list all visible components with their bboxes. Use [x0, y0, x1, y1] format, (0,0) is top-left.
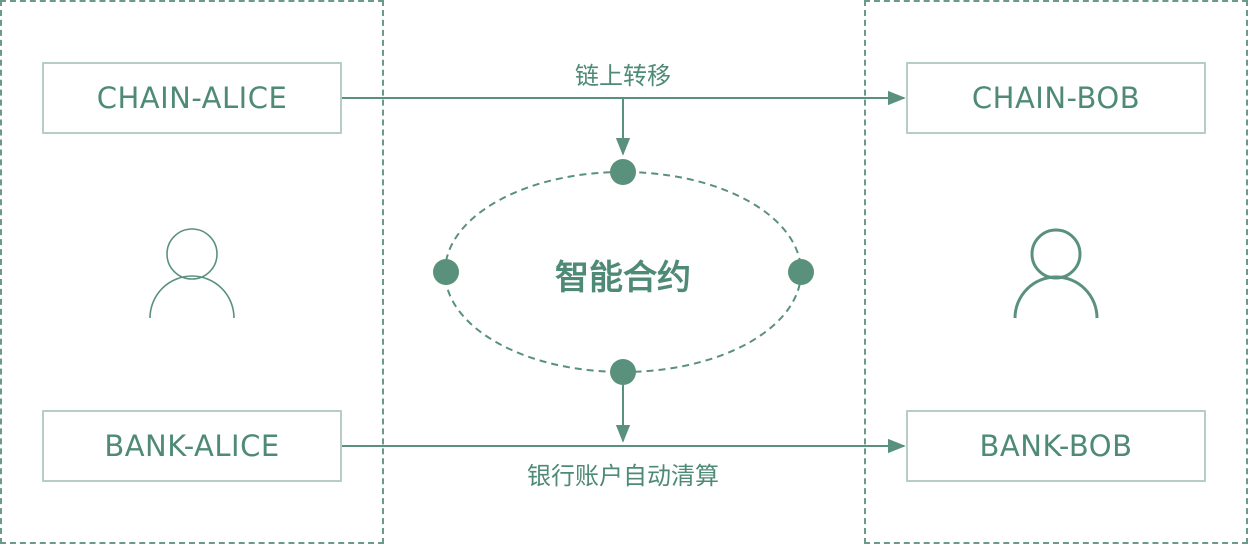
contract-node-top [610, 159, 636, 185]
contract-node-bottom [610, 359, 636, 385]
alice-region [0, 0, 384, 544]
contract-node-left [433, 259, 459, 285]
chain-alice-box: CHAIN-ALICE [42, 62, 342, 134]
bank-bob-box: BANK-BOB [906, 410, 1206, 482]
bob-region [864, 0, 1248, 544]
bob-user-icon [1013, 228, 1099, 319]
chain-bob-box: CHAIN-BOB [906, 62, 1206, 134]
bank-alice-box: BANK-ALICE [42, 410, 342, 482]
smart-contract-label: 智能合约 [555, 258, 691, 298]
bank-transfer-label: 银行账户自动清算 [527, 462, 719, 490]
alice-user-icon [149, 228, 235, 319]
chain-transfer-label: 链上转移 [575, 62, 671, 90]
contract-node-right [788, 259, 814, 285]
